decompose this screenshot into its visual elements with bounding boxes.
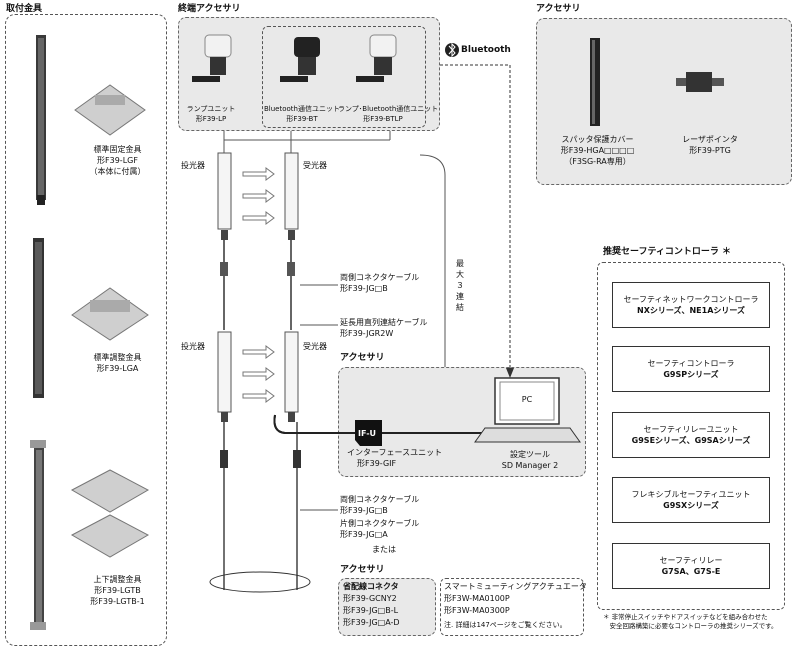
bracket-lga-name: 標準調整金具 bbox=[93, 353, 142, 362]
bracket-lga-image bbox=[71, 287, 149, 341]
bluetooth-label: Bluetooth bbox=[461, 45, 511, 55]
wiring-model-1: 形F39-GCNY2 bbox=[343, 594, 397, 603]
ifu-badge: IF-U bbox=[358, 429, 377, 438]
receiver-label-top: 受光器 bbox=[303, 161, 327, 170]
muting-actuator-title: スマートミューティングアクチュエータ bbox=[444, 582, 587, 591]
muting-model-1: 形F3W-MA0100P bbox=[444, 594, 510, 603]
bracket-lgtb1-model: 形F39-LGTB-1 bbox=[90, 597, 145, 606]
accessory-bottom-title: アクセサリ bbox=[340, 565, 385, 575]
extension-cable-label: 延長用直列連結ケーブル bbox=[340, 318, 428, 327]
connector-top-left bbox=[220, 262, 228, 276]
controller-series-5: G7SA、G7S-E bbox=[661, 567, 721, 576]
controller-series-2: G9SPシリーズ bbox=[663, 370, 719, 379]
lamp-unit-name: ランプユニット bbox=[186, 105, 236, 113]
terminal-title: 終端アクセサリ bbox=[178, 4, 241, 14]
single-side-cable-model: 形F39-JG□A bbox=[340, 530, 388, 539]
controller-series-4: G9SXシリーズ bbox=[663, 501, 719, 510]
both-side-cable-label: 両側コネクタケーブル bbox=[340, 273, 420, 282]
controllers-footnote-1: ＊ 非常停止スイッチやドアスイッチなどを組み合わせた bbox=[603, 613, 768, 621]
emitter-label-top: 投光器 bbox=[181, 161, 205, 170]
spatter-cover-note: （F3SG-RA専用） bbox=[564, 157, 631, 166]
spatter-cover-name: スパッタ保護カバー bbox=[561, 135, 634, 144]
bt-lamp-unit-model: 形F39-BTLP bbox=[363, 115, 403, 123]
interface-unit-name: インターフェースユニット bbox=[347, 448, 443, 457]
muting-model-2: 形F3W-MA0300P bbox=[444, 606, 510, 615]
extension-cable-model: 形F39-JGR2W bbox=[340, 329, 394, 338]
controller-name-3: セーフティリレーユニット bbox=[643, 425, 739, 434]
both-side-cable-model: 形F39-JG□B bbox=[340, 284, 388, 293]
bt-lamp-unit-name: ランプ･Bluetooth通信ユニット bbox=[338, 105, 439, 113]
controller-item-2: セーフティコントローラ G9SPシリーズ bbox=[612, 346, 770, 392]
laser-pointer-model: 形F39-PTG bbox=[689, 146, 731, 155]
cable-ellipse bbox=[209, 571, 311, 593]
bracket-lgf-name: 標準固定金具 bbox=[93, 145, 142, 154]
accessory-top-title: アクセサリ bbox=[536, 4, 581, 14]
muting-actuator-box bbox=[440, 578, 584, 636]
pc-label: PC bbox=[521, 395, 533, 404]
controller-item-5: セーフティリレー G7SA、G7S-E bbox=[612, 543, 770, 589]
muting-note: 注. 詳細は147ページをご覧ください。 bbox=[444, 621, 567, 629]
mount-bar-3 bbox=[30, 440, 46, 630]
bracket-lgf-note: （本体に付属） bbox=[89, 167, 146, 176]
light-arrows-top bbox=[242, 167, 275, 225]
tool-name: SD Manager 2 bbox=[501, 461, 559, 470]
both-side-cable-label-2: 両側コネクタケーブル bbox=[340, 495, 420, 504]
emitter-bottom bbox=[217, 331, 232, 422]
mount-bar-1 bbox=[36, 35, 46, 205]
mounting-box bbox=[5, 14, 167, 646]
controller-item-3: セーフティリレーユニット G9SEシリーズ、G9SAシリーズ bbox=[612, 412, 770, 458]
controllers-title: 推奨セーフティコントローラ ＊ bbox=[603, 247, 732, 257]
receiver-bottom bbox=[284, 331, 299, 422]
receiver-label-bottom: 受光器 bbox=[303, 342, 327, 351]
controller-name-5: セーフティリレー bbox=[659, 556, 723, 565]
controller-name-1: セーフティネットワークコントローラ bbox=[623, 295, 759, 304]
emitter-top bbox=[217, 152, 232, 240]
max-connect-label: 最大３連結 bbox=[456, 259, 464, 312]
controller-name-4: フレキシブルセーフティユニット bbox=[631, 490, 751, 499]
bracket-lgf-image bbox=[74, 84, 146, 136]
bt-group-box bbox=[262, 26, 426, 128]
controller-item-1: セーフティネットワークコントローラ NXシリーズ、NE1Aシリーズ bbox=[612, 282, 770, 328]
receiver-top bbox=[284, 152, 299, 240]
lamp-unit-model: 形F39-LP bbox=[195, 115, 227, 123]
or-label: または bbox=[372, 545, 396, 554]
mount-bar-2 bbox=[33, 238, 44, 398]
laser-pointer-name: レーザポインタ bbox=[682, 135, 738, 144]
both-side-cable-model-2: 形F39-JG□B bbox=[340, 506, 388, 515]
bracket-lga-model: 形F39-LGA bbox=[96, 364, 139, 373]
connector-top-right bbox=[287, 262, 295, 276]
light-arrows-bottom bbox=[242, 345, 275, 403]
controller-item-4: フレキシブルセーフティユニット G9SXシリーズ bbox=[612, 477, 770, 523]
bracket-lgf-model: 形F39-LGF bbox=[97, 156, 138, 165]
single-side-cable-label: 片側コネクタケーブル bbox=[340, 519, 420, 528]
bracket-lgtb-image bbox=[70, 469, 150, 558]
bluetooth-icon bbox=[445, 42, 459, 58]
bt-unit-model: 形F39-BT bbox=[286, 115, 318, 123]
controllers-footnote-2: 安全回路構築に必要なコントローラの推奨シリーズです。 bbox=[603, 622, 778, 630]
emitter-label-bottom: 投光器 bbox=[181, 342, 205, 351]
controller-name-2: セーフティコントローラ bbox=[647, 359, 735, 368]
controller-series-3: G9SEシリーズ、G9SAシリーズ bbox=[631, 436, 751, 445]
tool-label: 設定ツール bbox=[510, 450, 550, 459]
interface-unit-model: 形F39-GIF bbox=[357, 459, 397, 468]
wiring-model-2: 形F39-JG□B-L bbox=[343, 606, 399, 615]
accessory-top-box bbox=[536, 18, 792, 185]
bracket-lgtb-model: 形F39-LGTB bbox=[94, 586, 141, 595]
bt-unit-name: Bluetooth通信ユニット bbox=[264, 105, 340, 113]
controller-series-1: NXシリーズ、NE1Aシリーズ bbox=[637, 306, 745, 315]
wiring-connector-box bbox=[338, 578, 436, 636]
spatter-cover-model: 形F39-HGA□□□□ bbox=[560, 146, 635, 155]
accessory-mid-title: アクセサリ bbox=[340, 353, 385, 363]
mounting-title: 取付金具 bbox=[6, 4, 43, 14]
controllers-box bbox=[597, 262, 785, 610]
wiring-connector-title: 省配線コネクタ bbox=[343, 582, 399, 591]
bracket-lgtb-name: 上下調整金具 bbox=[93, 575, 142, 584]
wiring-model-3: 形F39-JG□A-D bbox=[343, 618, 400, 627]
